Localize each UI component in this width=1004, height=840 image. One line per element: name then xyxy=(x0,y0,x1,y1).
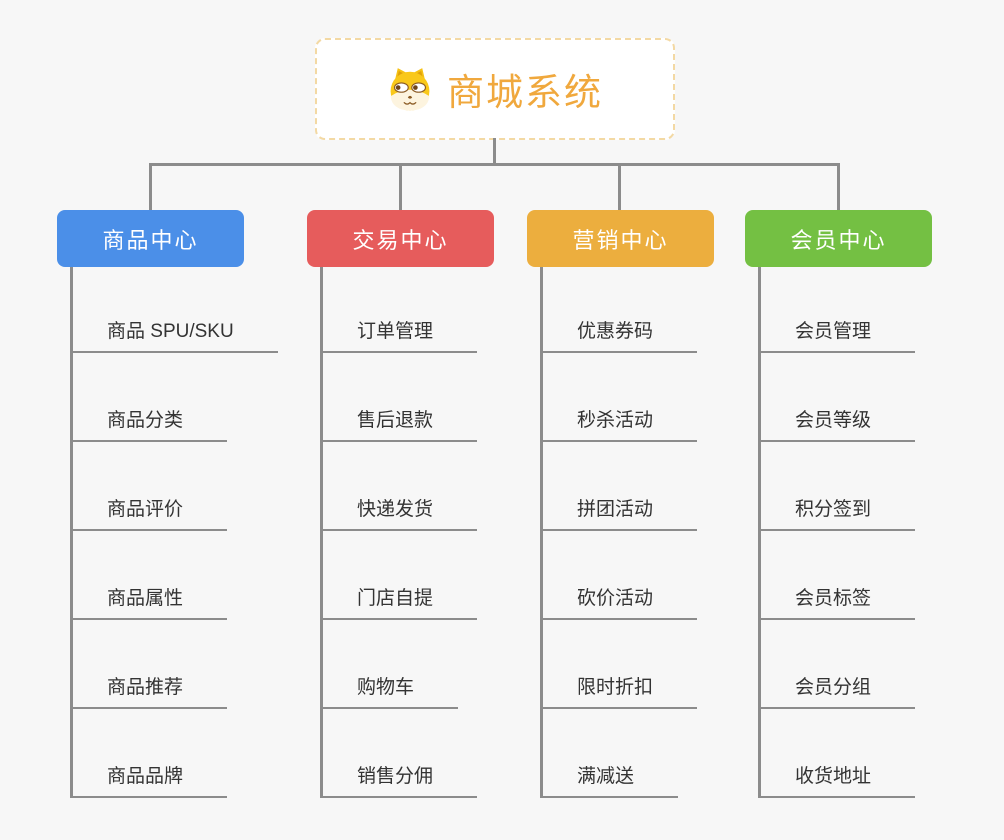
dog-face-icon xyxy=(390,68,430,111)
leaf-node[interactable]: 满减送 xyxy=(543,709,679,798)
branch-node-trade[interactable]: 交易中心 xyxy=(307,210,494,267)
leaf-node[interactable]: 限时折扣 xyxy=(543,620,698,709)
branch-label: 商品中心 xyxy=(102,227,199,253)
leaf-node[interactable]: 售后退款 xyxy=(323,353,478,442)
root-title: 商城系统 xyxy=(447,72,603,113)
leaf-label: 会员标签 xyxy=(795,588,872,609)
leaf-label: 会员分组 xyxy=(795,677,872,698)
branch-label: 交易中心 xyxy=(352,227,449,253)
leaf-node[interactable]: 商品 SPU/SKU xyxy=(73,267,278,353)
connector-stub-branch-3 xyxy=(618,163,621,210)
leaf-node[interactable]: 拼团活动 xyxy=(543,442,698,531)
leaf-list-members: 会员管理会员等级积分签到会员标签会员分组收货地址 xyxy=(758,267,916,798)
leaf-node[interactable]: 会员分组 xyxy=(761,620,916,709)
leaf-label: 订单管理 xyxy=(357,321,434,342)
leaf-node[interactable]: 砍价活动 xyxy=(543,531,698,620)
leaf-label: 商品分类 xyxy=(107,410,184,431)
leaf-node[interactable]: 商品评价 xyxy=(73,442,228,531)
leaf-node[interactable]: 会员标签 xyxy=(761,531,916,620)
leaf-node[interactable]: 收货地址 xyxy=(761,709,916,798)
leaf-list-trade: 订单管理售后退款快递发货门店自提购物车销售分佣 xyxy=(320,267,478,798)
connector-stub-branch-2 xyxy=(399,163,402,210)
leaf-label: 秒杀活动 xyxy=(577,410,654,431)
connector-horizontal-bar xyxy=(149,163,840,166)
connector-stub-branch-4 xyxy=(837,163,840,210)
branch-node-products[interactable]: 商品中心 xyxy=(57,210,244,267)
leaf-node[interactable]: 订单管理 xyxy=(323,267,478,353)
leaf-label: 会员等级 xyxy=(795,410,872,431)
leaf-node[interactable]: 秒杀活动 xyxy=(543,353,698,442)
leaf-label: 销售分佣 xyxy=(357,766,434,787)
leaf-node[interactable]: 商品分类 xyxy=(73,353,228,442)
branch-node-marketing[interactable]: 营销中心 xyxy=(527,210,714,267)
branch-column-marketing: 营销中心 优惠券码秒杀活动拼团活动砍价活动限时折扣满减送 xyxy=(527,210,714,798)
leaf-node[interactable]: 门店自提 xyxy=(323,531,478,620)
leaf-label: 优惠券码 xyxy=(577,321,654,342)
leaf-node[interactable]: 销售分佣 xyxy=(323,709,478,798)
leaf-label: 商品属性 xyxy=(107,588,184,609)
leaf-label: 商品评价 xyxy=(107,499,184,520)
root-node[interactable]: 商城系统 xyxy=(315,38,675,140)
leaf-node[interactable]: 商品属性 xyxy=(73,531,228,620)
leaf-label: 拼团活动 xyxy=(577,499,654,520)
leaf-label: 门店自提 xyxy=(357,588,434,609)
branch-column-members: 会员中心 会员管理会员等级积分签到会员标签会员分组收货地址 xyxy=(745,210,932,798)
leaf-node[interactable]: 商品品牌 xyxy=(73,709,228,798)
leaf-label: 购物车 xyxy=(357,677,415,698)
leaf-label: 砍价活动 xyxy=(577,588,654,609)
leaf-node[interactable]: 商品推荐 xyxy=(73,620,228,709)
branch-label: 会员中心 xyxy=(790,227,887,253)
branch-node-members[interactable]: 会员中心 xyxy=(745,210,932,267)
leaf-label: 会员管理 xyxy=(795,321,872,342)
leaf-label: 积分签到 xyxy=(795,499,872,520)
leaf-label: 商品品牌 xyxy=(107,766,184,787)
leaf-label: 满减送 xyxy=(577,766,635,787)
leaf-node[interactable]: 快递发货 xyxy=(323,442,478,531)
branch-column-products: 商品中心 商品 SPU/SKU 商品分类商品评价商品属性商品推荐商品品牌 xyxy=(57,210,278,798)
leaf-label: 售后退款 xyxy=(357,410,434,431)
leaf-node[interactable]: 积分签到 xyxy=(761,442,916,531)
leaf-label: 商品推荐 xyxy=(107,677,184,698)
leaf-label: 商品 SPU/SKU xyxy=(107,321,234,342)
leaf-node[interactable]: 会员管理 xyxy=(761,267,916,353)
leaf-label: 限时折扣 xyxy=(577,677,654,698)
branch-column-trade: 交易中心 订单管理售后退款快递发货门店自提购物车销售分佣 xyxy=(307,210,494,798)
leaf-list-marketing: 优惠券码秒杀活动拼团活动砍价活动限时折扣满减送 xyxy=(540,267,698,798)
leaf-label: 收货地址 xyxy=(795,766,872,787)
leaf-node[interactable]: 购物车 xyxy=(323,620,459,709)
leaf-list-products: 商品 SPU/SKU 商品分类商品评价商品属性商品推荐商品品牌 xyxy=(70,267,278,798)
leaf-node[interactable]: 会员等级 xyxy=(761,353,916,442)
branch-label: 营销中心 xyxy=(572,227,669,253)
leaf-node[interactable]: 优惠券码 xyxy=(543,267,698,353)
connector-root-drop xyxy=(493,138,496,165)
leaf-label: 快递发货 xyxy=(357,499,434,520)
connector-stub-branch-1 xyxy=(149,163,152,210)
